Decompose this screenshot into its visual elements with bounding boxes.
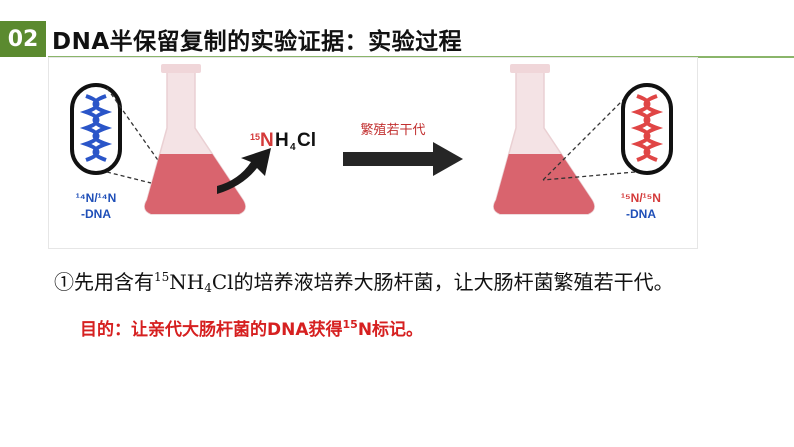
step-text-after: 的培养液培养大肠杆菌，让大肠杆菌繁殖若干代。: [233, 270, 674, 294]
step-mass-number: 15: [154, 270, 170, 284]
left-dna-label-line2: -DNA: [81, 207, 111, 221]
step-text-before: 先用含有: [74, 270, 154, 294]
reagent-cl: Cl: [297, 130, 316, 151]
reagent-subscript: 4: [290, 142, 296, 153]
experiment-figure: ¹⁴N/¹⁴N -DNA 15 N H 4 Cl 繁殖若干代: [49, 58, 697, 248]
step-nh: NH: [169, 270, 205, 294]
step-subscript: 4: [204, 281, 212, 295]
step-cl: Cl: [211, 270, 234, 294]
left-dna-helix-icon: [79, 94, 113, 162]
right-zoom-line-bottom: [542, 171, 636, 181]
curved-arrow-icon: [217, 148, 271, 194]
step-description: ①先用含有15NH4Cl的培养液培养大肠杆菌，让大肠杆菌繁殖若干代。: [54, 266, 674, 295]
section-number-badge: 02: [0, 21, 46, 57]
left-flask: [144, 64, 246, 215]
goal-mass-number: 15: [342, 318, 358, 331]
goal-statement: 目的：让亲代大肠杆菌的DNA获得15N标记。: [80, 315, 423, 340]
reagent-formula: 15 N H 4 Cl: [250, 130, 316, 153]
reagent-h: H: [275, 130, 289, 151]
reagent-mass-number: 15: [250, 132, 260, 142]
right-flask: [493, 64, 595, 215]
goal-text-before: 目的：让亲代大肠杆菌的DNA获得: [80, 320, 343, 340]
goal-text-after: N标记。: [357, 320, 424, 340]
left-zoom-line-bottom: [106, 171, 180, 191]
right-dna-helix-icon: [630, 94, 664, 162]
page-title: DNA半保留复制的实验证据：实验过程: [52, 29, 463, 55]
arrow-label: 繁殖若干代: [360, 122, 425, 138]
title-divider: [48, 56, 794, 58]
left-dna-label-line1: ¹⁴N/¹⁴N: [76, 191, 117, 205]
right-dna-label-line2: -DNA: [626, 207, 656, 221]
right-zoom-line-top: [542, 87, 636, 181]
left-flask-liquid: [144, 154, 246, 214]
right-bacterium-cell: [621, 83, 673, 175]
step-marker: ①: [54, 270, 74, 294]
left-bacterium-cell: [70, 83, 122, 175]
experiment-diagram: ¹⁴N/¹⁴N -DNA 15 N H 4 Cl 繁殖若干代: [70, 64, 673, 221]
right-arrow-icon: [343, 142, 463, 176]
reagent-n: N: [260, 130, 274, 151]
right-dna-label-line1: ¹⁵N/¹⁵N: [621, 191, 661, 205]
